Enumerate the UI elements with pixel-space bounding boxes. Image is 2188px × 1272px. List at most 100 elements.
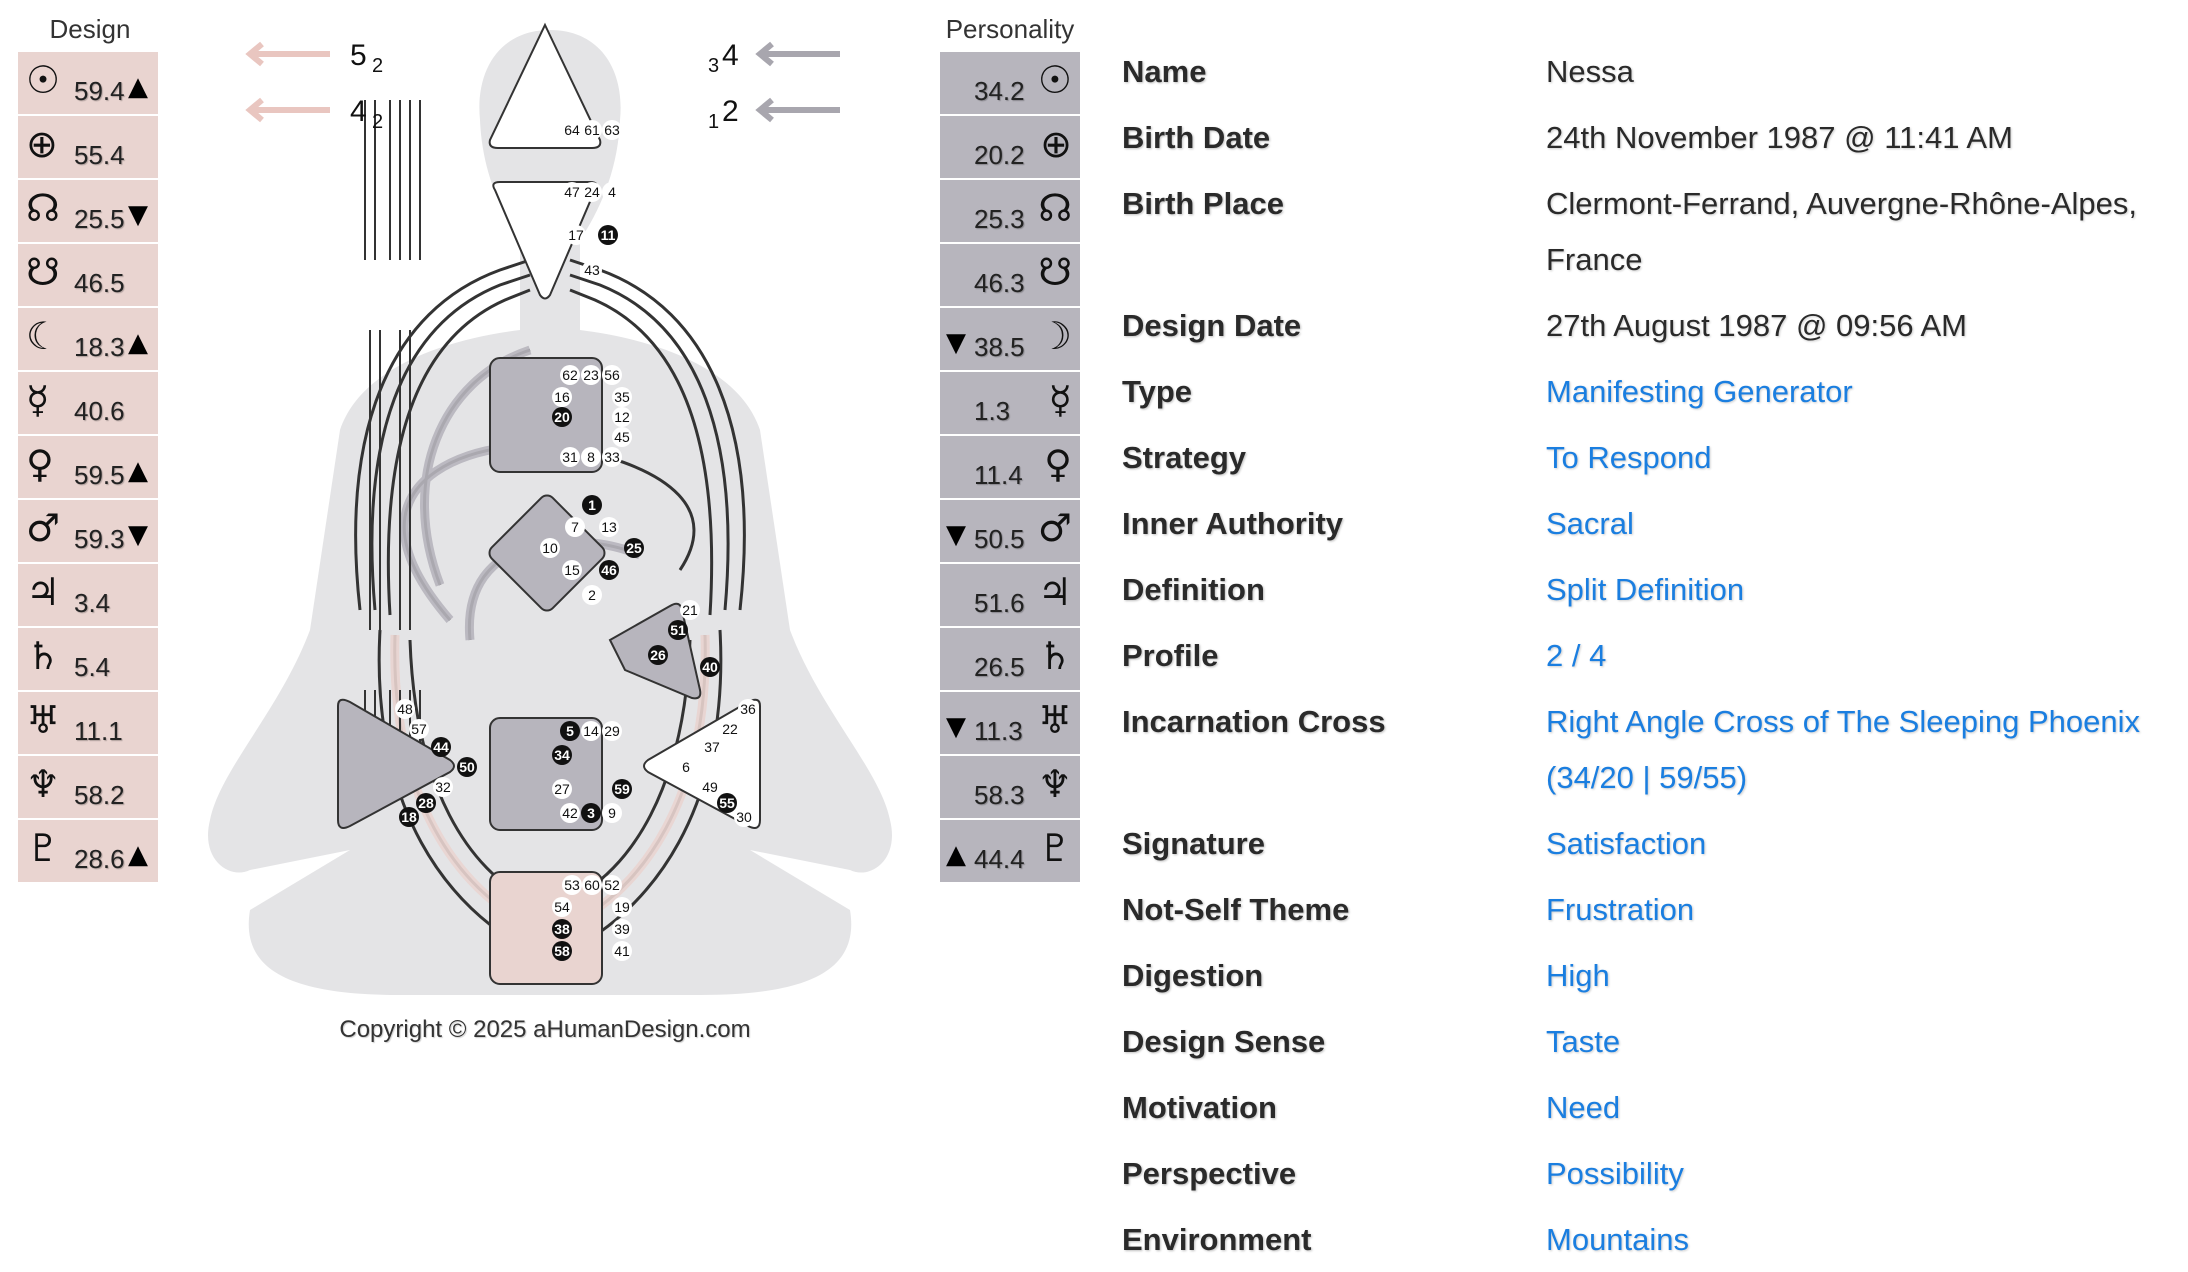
gate-marker[interactable] — [399, 807, 419, 827]
type-link[interactable]: Manifesting Generator — [1546, 374, 1853, 409]
gate-marker[interactable] — [565, 517, 585, 537]
gate-marker[interactable] — [566, 225, 586, 245]
gate-marker[interactable] — [562, 875, 582, 895]
personality-row-uranus[interactable]: ▼11.3♅ — [940, 692, 1080, 754]
gate-marker[interactable] — [582, 875, 602, 895]
personality-row-neptune[interactable]: 58.3♆ — [940, 756, 1080, 818]
gate-marker[interactable] — [612, 941, 632, 961]
gate-marker[interactable] — [602, 365, 622, 385]
gate-marker[interactable] — [395, 699, 415, 719]
personality-row-north-node[interactable]: 25.3☊ — [940, 180, 1080, 242]
design-row-south-node[interactable]: ☋46.5 — [18, 244, 158, 306]
gate-marker[interactable] — [582, 182, 602, 202]
gate-marker[interactable] — [668, 620, 688, 640]
gate-marker[interactable] — [738, 699, 758, 719]
gate-marker[interactable] — [582, 495, 602, 515]
gate-marker[interactable] — [648, 645, 668, 665]
gate-marker[interactable] — [734, 807, 754, 827]
gate-marker[interactable] — [624, 538, 644, 558]
gate-marker[interactable] — [552, 387, 572, 407]
design-row-pluto[interactable]: ♇28.6▲ — [18, 820, 158, 882]
head-center[interactable] — [488, 22, 602, 149]
inner-authority-link[interactable]: Sacral — [1546, 506, 1634, 541]
throat-center[interactable] — [489, 357, 603, 473]
personality-row-south-node[interactable]: 46.3☋ — [940, 244, 1080, 306]
gate-marker[interactable] — [700, 657, 720, 677]
personality-row-venus[interactable]: 11.4♀ — [940, 436, 1080, 498]
gate-marker[interactable] — [702, 737, 722, 757]
gate-marker[interactable] — [602, 721, 622, 741]
personality-row-saturn[interactable]: 26.5♄ — [940, 628, 1080, 690]
gate-marker[interactable] — [457, 757, 477, 777]
personality-row-jupiter[interactable]: 51.6♃ — [940, 564, 1080, 626]
gate-marker[interactable] — [581, 803, 601, 823]
gate-marker[interactable] — [552, 779, 572, 799]
personality-row-moon[interactable]: ▼38.5☽ — [940, 308, 1080, 370]
gate-marker[interactable] — [612, 427, 632, 447]
design-row-mars[interactable]: ♂59.3▼ — [18, 500, 158, 562]
root-center[interactable] — [489, 871, 603, 985]
sacral-center[interactable] — [489, 717, 603, 831]
gate-marker[interactable] — [560, 447, 580, 467]
digestion-link[interactable]: High — [1546, 958, 1610, 993]
gate-marker[interactable] — [582, 260, 602, 280]
gate-marker[interactable] — [560, 721, 580, 741]
gate-marker[interactable] — [612, 897, 632, 917]
design-row-north-node[interactable]: ☊25.5▼ — [18, 180, 158, 242]
gate-marker[interactable] — [598, 225, 618, 245]
profile-link[interactable]: 2 / 4 — [1546, 638, 1607, 673]
personality-row-pluto[interactable]: ▲44.4♇ — [940, 820, 1080, 882]
gate-marker[interactable] — [717, 793, 737, 813]
gate-marker[interactable] — [720, 719, 740, 739]
gate-marker[interactable] — [599, 560, 619, 580]
gate-marker[interactable] — [433, 777, 453, 797]
incarnation-cross-link[interactable]: Right Angle Cross of The Sleeping Phoeni… — [1546, 704, 2140, 795]
gate-marker[interactable] — [552, 897, 572, 917]
design-row-earth[interactable]: ⊕55.4 — [18, 116, 158, 178]
gate-marker[interactable] — [612, 387, 632, 407]
spleen-center[interactable] — [337, 698, 455, 829]
not-self-theme-link[interactable]: Frustration — [1546, 892, 1695, 927]
gate-marker[interactable] — [431, 737, 451, 757]
design-row-jupiter[interactable]: ♃3.4 — [18, 564, 158, 626]
design-row-venus[interactable]: ♀59.5▲ — [18, 436, 158, 498]
environment-link[interactable]: Mountains — [1546, 1222, 1690, 1257]
personality-row-mars[interactable]: ▼50.5♂ — [940, 500, 1080, 562]
gate-marker[interactable] — [560, 803, 580, 823]
gate-marker[interactable] — [599, 517, 619, 537]
design-row-uranus[interactable]: ♅11.1 — [18, 692, 158, 754]
gate-marker[interactable] — [680, 600, 700, 620]
design-row-mercury[interactable]: ☿40.6 — [18, 372, 158, 434]
gate-marker[interactable] — [602, 875, 622, 895]
gate-marker[interactable] — [552, 919, 572, 939]
gate-marker[interactable] — [562, 182, 582, 202]
gate-marker[interactable] — [552, 407, 572, 427]
gate-marker[interactable] — [416, 793, 436, 813]
gate-marker[interactable] — [582, 585, 602, 605]
design-sense-link[interactable]: Taste — [1546, 1024, 1621, 1059]
motivation-link[interactable]: Need — [1546, 1090, 1621, 1125]
gate-marker[interactable] — [602, 803, 622, 823]
signature-link[interactable]: Satisfaction — [1546, 826, 1707, 861]
gate-marker[interactable] — [602, 182, 622, 202]
strategy-link[interactable]: To Respond — [1546, 440, 1712, 475]
design-row-sun[interactable]: ☉59.4▲ — [18, 52, 158, 114]
gate-marker[interactable] — [581, 447, 601, 467]
gate-marker[interactable] — [560, 365, 580, 385]
gate-marker[interactable] — [552, 745, 572, 765]
gate-marker[interactable] — [582, 120, 602, 140]
design-row-saturn[interactable]: ♄5.4 — [18, 628, 158, 690]
gate-marker[interactable] — [612, 407, 632, 427]
design-row-neptune[interactable]: ♆58.2 — [18, 756, 158, 818]
gate-marker[interactable] — [602, 120, 622, 140]
design-row-moon[interactable]: ☾18.3▲ — [18, 308, 158, 370]
gate-marker[interactable] — [562, 120, 582, 140]
gate-marker[interactable] — [581, 365, 601, 385]
gate-marker[interactable] — [562, 560, 582, 580]
definition-link[interactable]: Split Definition — [1546, 572, 1745, 607]
gate-marker[interactable] — [409, 719, 429, 739]
gate-marker[interactable] — [581, 721, 601, 741]
perspective-link[interactable]: Possibility — [1546, 1156, 1684, 1191]
personality-row-sun[interactable]: 34.2☉ — [940, 52, 1080, 114]
gate-marker[interactable] — [602, 447, 622, 467]
